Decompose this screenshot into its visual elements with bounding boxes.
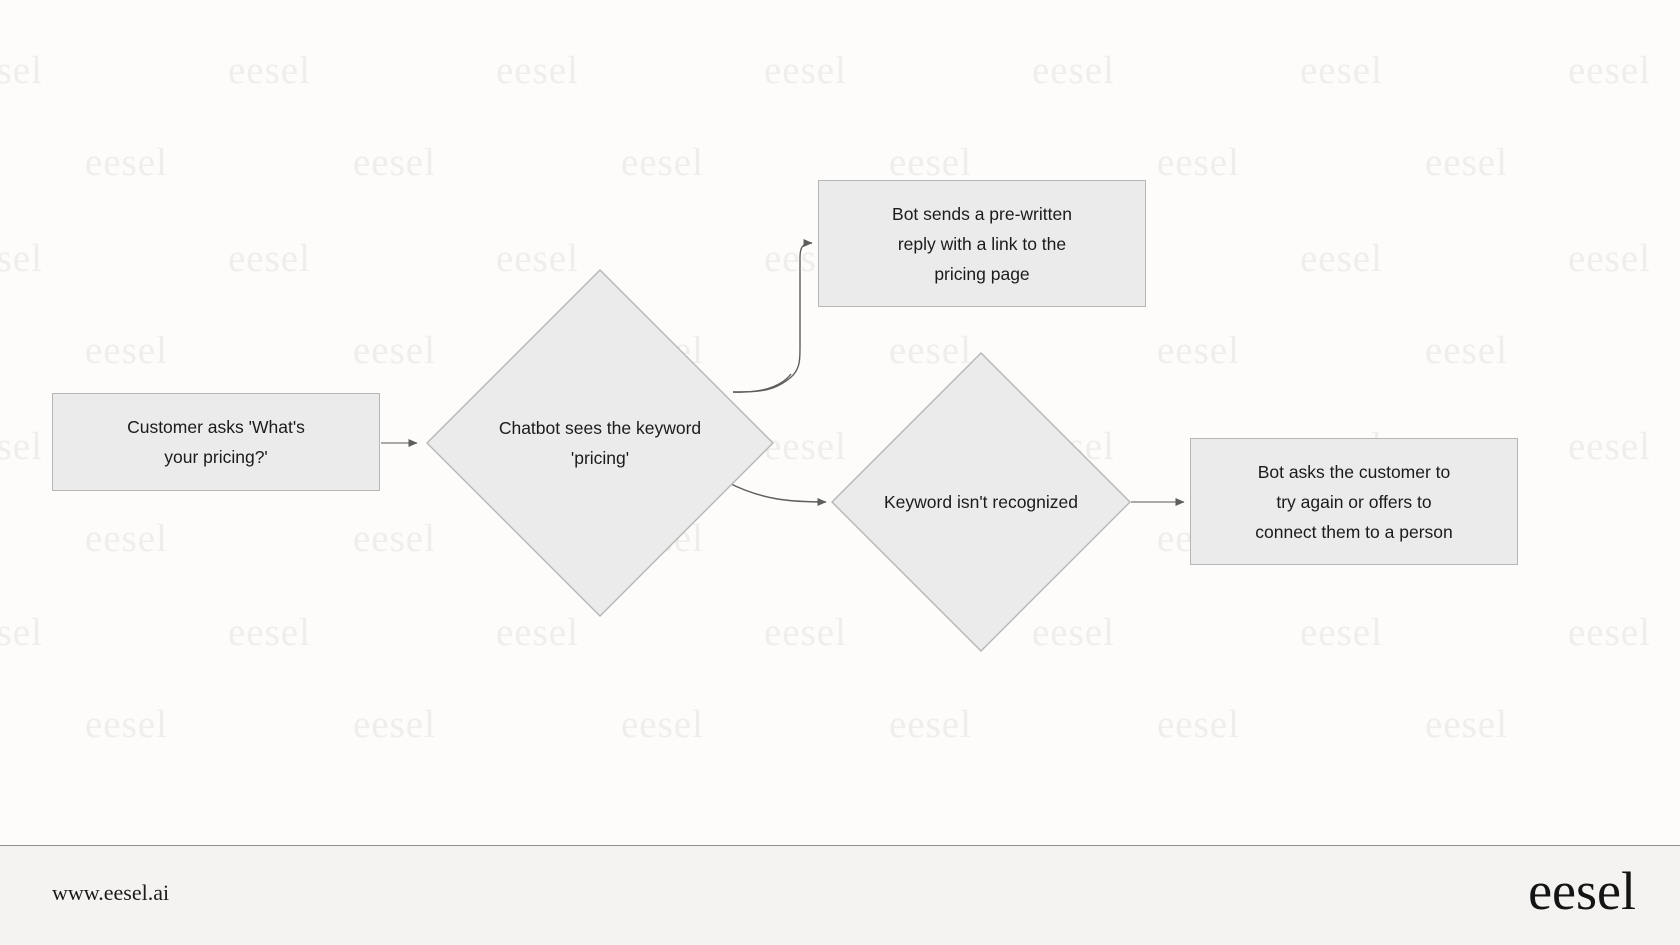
footer-website-url[interactable]: www.eesel.ai [52, 880, 170, 905]
node-label: Bot sends a pre-written reply with a lin… [892, 203, 1072, 284]
page-footer: www.eesel.ai eesel [0, 845, 1680, 945]
node-keyword-not-recognized[interactable]: Keyword isn't recognized [831, 352, 1131, 652]
edge-layer [381, 239, 1185, 506]
edge-n2-to-n4 [726, 481, 827, 506]
node-label: Keyword isn't recognized [884, 492, 1078, 512]
edge-n2-to-n3-tail [732, 373, 792, 393]
node-label: Bot asks the customer to try again or of… [1255, 461, 1453, 542]
node-chatbot-sees-keyword[interactable]: Chatbot sees the keyword 'pricing' [426, 269, 774, 617]
eesel-logo: eesel [1528, 861, 1636, 921]
node-customer-asks[interactable]: Customer asks 'What's your pricing?' [52, 393, 380, 491]
diamond-shape [426, 269, 774, 617]
diamond-shape [831, 352, 1131, 652]
node-label: Customer asks 'What's your pricing?' [127, 417, 305, 467]
edge-n2-to-n3 [732, 239, 813, 393]
node-bot-asks-customer-retry[interactable]: Bot asks the customer to try again or of… [1190, 438, 1518, 565]
flowchart-diagram: Customer asks 'What's your pricing?' Cha… [52, 180, 1518, 652]
node-bot-sends-prewritten-reply[interactable]: Bot sends a pre-written reply with a lin… [818, 180, 1146, 307]
node-label: Chatbot sees the keyword 'pricing' [498, 418, 702, 468]
